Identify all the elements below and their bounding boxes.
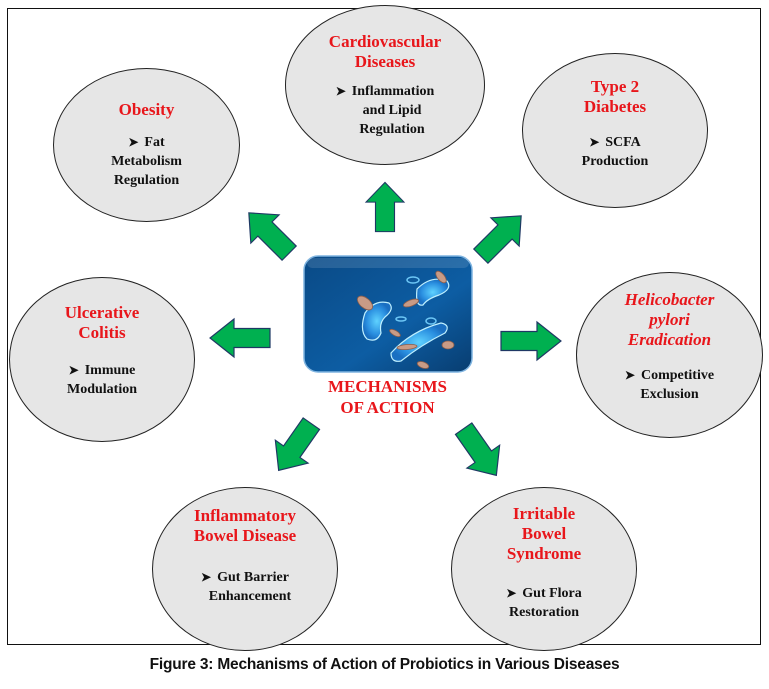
disease-title: Helicobacter pylori Eradication [625,290,715,350]
mechanism-line: Inflammation [351,83,435,99]
mechanism-line: Regulation [113,173,180,188]
title-line: Type 2 [590,76,640,96]
figure-caption: Figure 3: Mechanisms of Action of Probio… [149,656,620,673]
disease-node-ibs: Irritable Bowel Syndrome ➤ Gut Flora Rest… [451,487,637,651]
mechanism-text: ➤ Immune Modulation [67,361,137,399]
disease-title: Ulcerative Colitis [65,303,140,343]
title-line: Diabetes [583,96,647,116]
mechanism-line: Metabolism [111,154,182,169]
title-line: Irritable [512,504,576,523]
disease-node-h-pylori: Helicobacter pylori Eradication ➤ Competi… [576,272,763,438]
arrowhead-bullet-icon: ➤ [624,368,635,382]
disease-node-type2-diabetes: Type 2 Diabetes ➤ SCFA Production [522,53,708,208]
disease-title: Inflammatory Bowel Disease [194,506,296,546]
disease-title: Type 2 Diabetes [584,77,646,117]
mechanism-line: Competitive [640,368,715,383]
mechanism-line: and Lipid [362,102,422,118]
mechanism-line: Gut Flora [522,586,582,601]
arrowhead-bullet-icon: ➤ [335,83,346,98]
mechanism-line: Enhancement [208,589,292,604]
title-line: Diseases [354,51,416,71]
arrowhead-bullet-icon: ➤ [68,362,79,377]
title-line: Syndrome [506,544,582,563]
mechanism-line: SCFA [605,134,641,150]
center-title-line: OF ACTION [340,398,435,417]
disease-title: Irritable Bowel Syndrome [507,504,581,564]
mechanism-text: ➤ SCFA Production [582,133,649,171]
mechanism-line: Gut Barrier [217,570,289,585]
mechanism-text: ➤ Fat Metabolism Regulation [111,133,182,190]
title-line: Bowel [521,524,567,543]
center-title: MECHANISMS OF ACTION [290,376,485,418]
probiotic-bacteria-illustration [303,255,473,373]
mechanism-line: Fat [144,135,165,150]
center-title-line: MECHANISMS [327,377,447,396]
mechanism-text: ➤ Competitive Exclusion [625,366,714,404]
disease-node-ulcerative-colitis: Ulcerative Colitis ➤ Immune Modulation [9,277,195,442]
mechanism-text: ➤ Inflammation and Lipid Regulation [336,82,435,139]
title-line: pylori [649,310,690,329]
mechanism-line: Immune [84,362,136,378]
mechanism-line: Regulation [359,121,425,137]
title-line: Eradication [627,330,712,349]
disease-node-ibd: Inflammatory Bowel Disease ➤ Gut Barrier … [152,487,338,651]
arrowhead-bullet-icon: ➤ [201,570,212,584]
disease-node-obesity: Obesity ➤ Fat Metabolism Regulation [53,68,240,222]
arrowhead-bullet-icon: ➤ [506,586,517,600]
arrowhead-bullet-icon: ➤ [128,135,139,149]
title-line: Inflammatory [194,506,296,525]
title-line: Colitis [78,322,126,342]
mechanism-line: Production [581,153,649,169]
title-line: Ulcerative [64,302,140,322]
mechanism-line: Exclusion [640,387,699,402]
title-line: Cardiovascular [328,31,442,51]
disease-title: Cardiovascular Diseases [329,32,441,72]
title-line: Bowel Disease [193,526,297,545]
title-line: Helicobacter [624,290,715,309]
mechanism-text: ➤ Gut Flora Restoration [506,584,582,622]
disease-node-cardiovascular: Cardiovascular Diseases ➤ Inflammation an… [285,5,485,165]
mechanism-line: Modulation [66,381,137,397]
mechanism-line: Restoration [509,605,579,620]
disease-title: Obesity [118,100,175,119]
mechanism-text: ➤ Gut Barrier Enhancement [199,568,291,606]
arrowhead-bullet-icon: ➤ [589,134,600,149]
